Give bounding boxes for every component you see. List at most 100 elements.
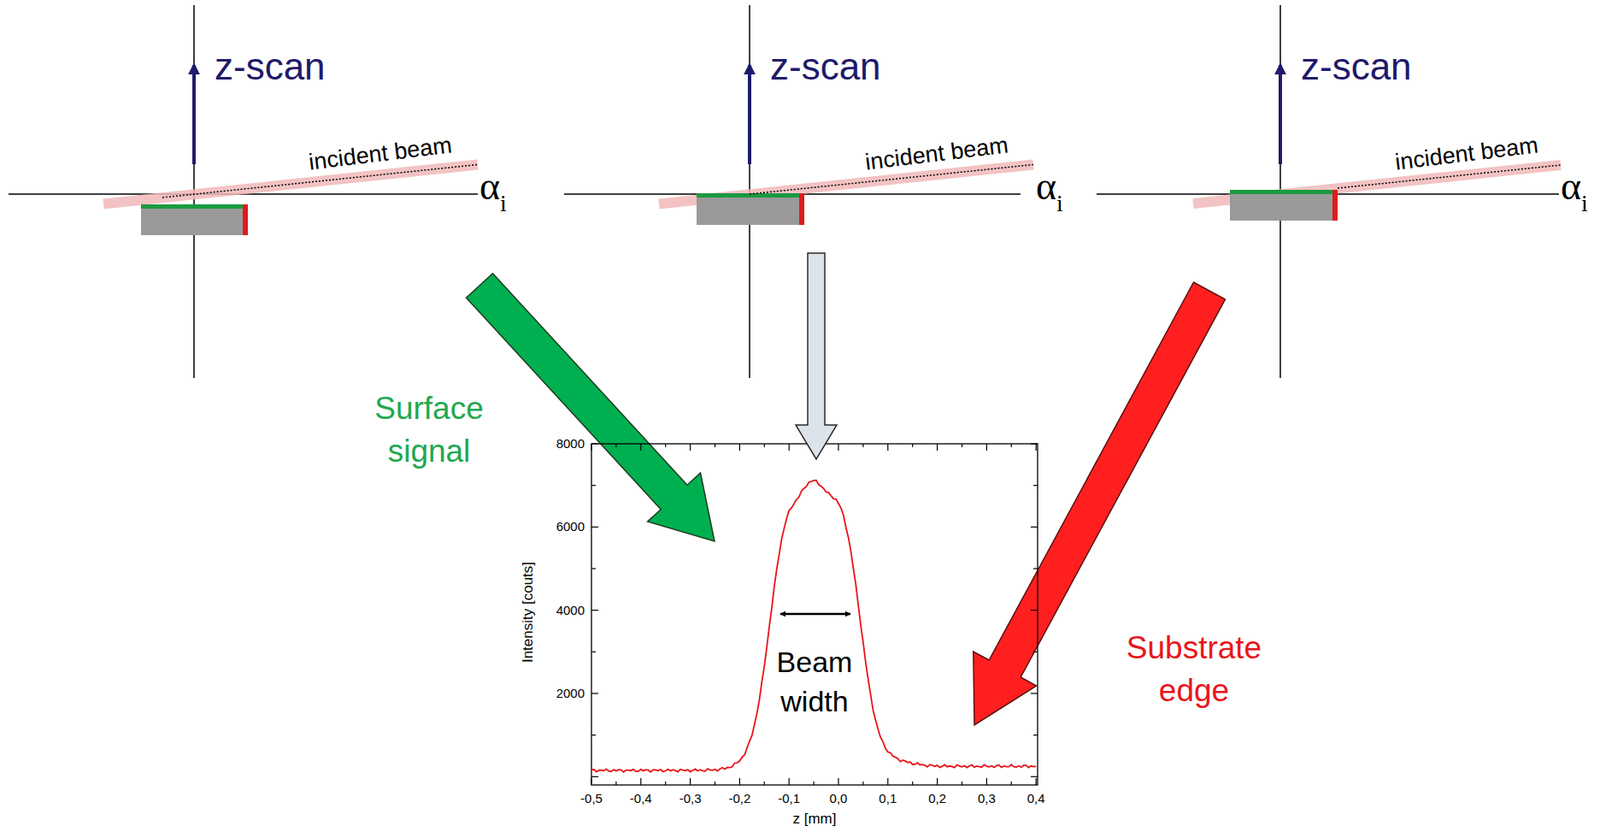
substrate — [141, 205, 243, 236]
tick-mark — [591, 776, 599, 777]
tick-mark — [911, 781, 913, 785]
tick-mark — [812, 781, 814, 785]
tick-mark — [591, 609, 599, 611]
panel-one — [8, 5, 478, 378]
axis-tick-label: 0,0 — [829, 790, 848, 806]
tick-mark — [590, 777, 592, 785]
scan-label: z-scan — [214, 45, 326, 89]
tick-mark — [1033, 651, 1038, 653]
panel-two — [564, 5, 1034, 378]
beam-label: incident beam — [1394, 131, 1541, 176]
axis-tick-label: 8000 — [556, 435, 585, 451]
axis-tick-label: 0,2 — [928, 790, 947, 806]
tick-mark — [640, 443, 642, 451]
tick-mark — [837, 443, 839, 451]
tick-mark — [591, 734, 596, 736]
scan-label: z-scan — [1300, 45, 1412, 89]
substrate — [1229, 192, 1333, 221]
substrate-edge — [799, 193, 805, 225]
tick-mark — [689, 443, 691, 451]
panel-three — [1096, 5, 1561, 378]
tick-mark — [961, 781, 963, 785]
tick-mark — [689, 777, 691, 785]
tick-mark — [739, 443, 741, 451]
tick-mark — [1011, 781, 1012, 785]
tick-mark — [714, 781, 716, 785]
tick-mark — [986, 777, 988, 785]
axis-ticks — [591, 443, 1038, 785]
tick-mark — [764, 781, 765, 785]
tick-mark — [764, 443, 765, 448]
tick-mark — [615, 781, 617, 785]
tick-mark — [961, 443, 963, 448]
tick-mark — [936, 443, 938, 451]
tick-mark — [837, 777, 839, 785]
tick-mark — [591, 442, 599, 444]
angle-subscript: i — [1581, 189, 1589, 218]
intensity-chart — [591, 443, 1038, 785]
tick-mark — [664, 443, 666, 448]
scan-label: z-scan — [770, 45, 882, 89]
tick-mark — [1011, 443, 1012, 448]
tick-mark — [640, 777, 642, 785]
axis-title: z [mm] — [793, 810, 837, 828]
axis-tick-label: -0,5 — [580, 790, 603, 806]
tick-mark — [1030, 609, 1038, 611]
tick-mark — [664, 781, 666, 785]
tick-mark — [936, 777, 938, 785]
film-surface — [1229, 189, 1333, 195]
tick-mark — [911, 443, 913, 448]
axis-tick-label: 6000 — [556, 519, 585, 535]
tick-mark — [1030, 526, 1038, 528]
tick-mark — [1033, 734, 1038, 736]
angle-symbol: α — [479, 164, 500, 210]
tick-mark — [615, 443, 617, 448]
annotation: Beam width — [761, 642, 869, 722]
axis-tick-label: 0,1 — [878, 790, 897, 806]
annotation: Surface signal — [356, 387, 502, 473]
plot-frame — [591, 443, 1038, 785]
z-scan-arrow — [192, 64, 196, 165]
tick-mark — [591, 651, 596, 653]
axis-tick-label: 0,4 — [1027, 790, 1046, 806]
tick-mark — [591, 526, 599, 528]
beam-label: incident beam — [307, 131, 454, 176]
tick-mark — [1033, 567, 1038, 569]
tick-mark — [788, 443, 790, 451]
film-surface — [696, 193, 800, 198]
substrate — [696, 195, 800, 225]
tick-mark — [1030, 442, 1038, 444]
angle-subscript: i — [1056, 189, 1064, 218]
axis-tick-label: 2000 — [556, 685, 585, 700]
tick-mark — [1033, 484, 1038, 486]
axis-tick-label: 0,3 — [977, 790, 996, 806]
axis-title: Intensity [couts] — [519, 561, 537, 663]
tick-mark — [739, 777, 741, 785]
angle-symbol: α — [1035, 164, 1057, 210]
angle-subscript: i — [500, 189, 507, 218]
axis-tick-label: 4000 — [556, 602, 585, 618]
tick-mark — [590, 443, 592, 451]
tick-mark — [887, 777, 889, 785]
annotation: Substrate edge — [1108, 626, 1280, 712]
center-arrow — [795, 252, 837, 459]
z-scan-arrow — [747, 64, 752, 165]
film-surface — [141, 204, 243, 209]
intensity-curve — [591, 480, 1036, 772]
tick-mark — [986, 443, 988, 451]
tick-mark — [862, 781, 864, 785]
tick-mark — [591, 484, 596, 486]
tick-mark — [591, 567, 596, 569]
tick-mark — [862, 443, 864, 448]
tick-mark — [591, 692, 599, 694]
tick-mark — [1035, 777, 1037, 785]
axis-tick-label: -0,1 — [777, 790, 800, 806]
tick-mark — [1030, 692, 1038, 694]
tick-mark — [1035, 443, 1037, 451]
z-scan-arrow — [1278, 64, 1283, 165]
substrate-edge — [1332, 189, 1338, 221]
tick-mark — [714, 443, 716, 448]
incident-beam — [103, 164, 478, 205]
axis-tick-label: -0,4 — [629, 790, 653, 806]
substrate-edge — [242, 204, 248, 236]
